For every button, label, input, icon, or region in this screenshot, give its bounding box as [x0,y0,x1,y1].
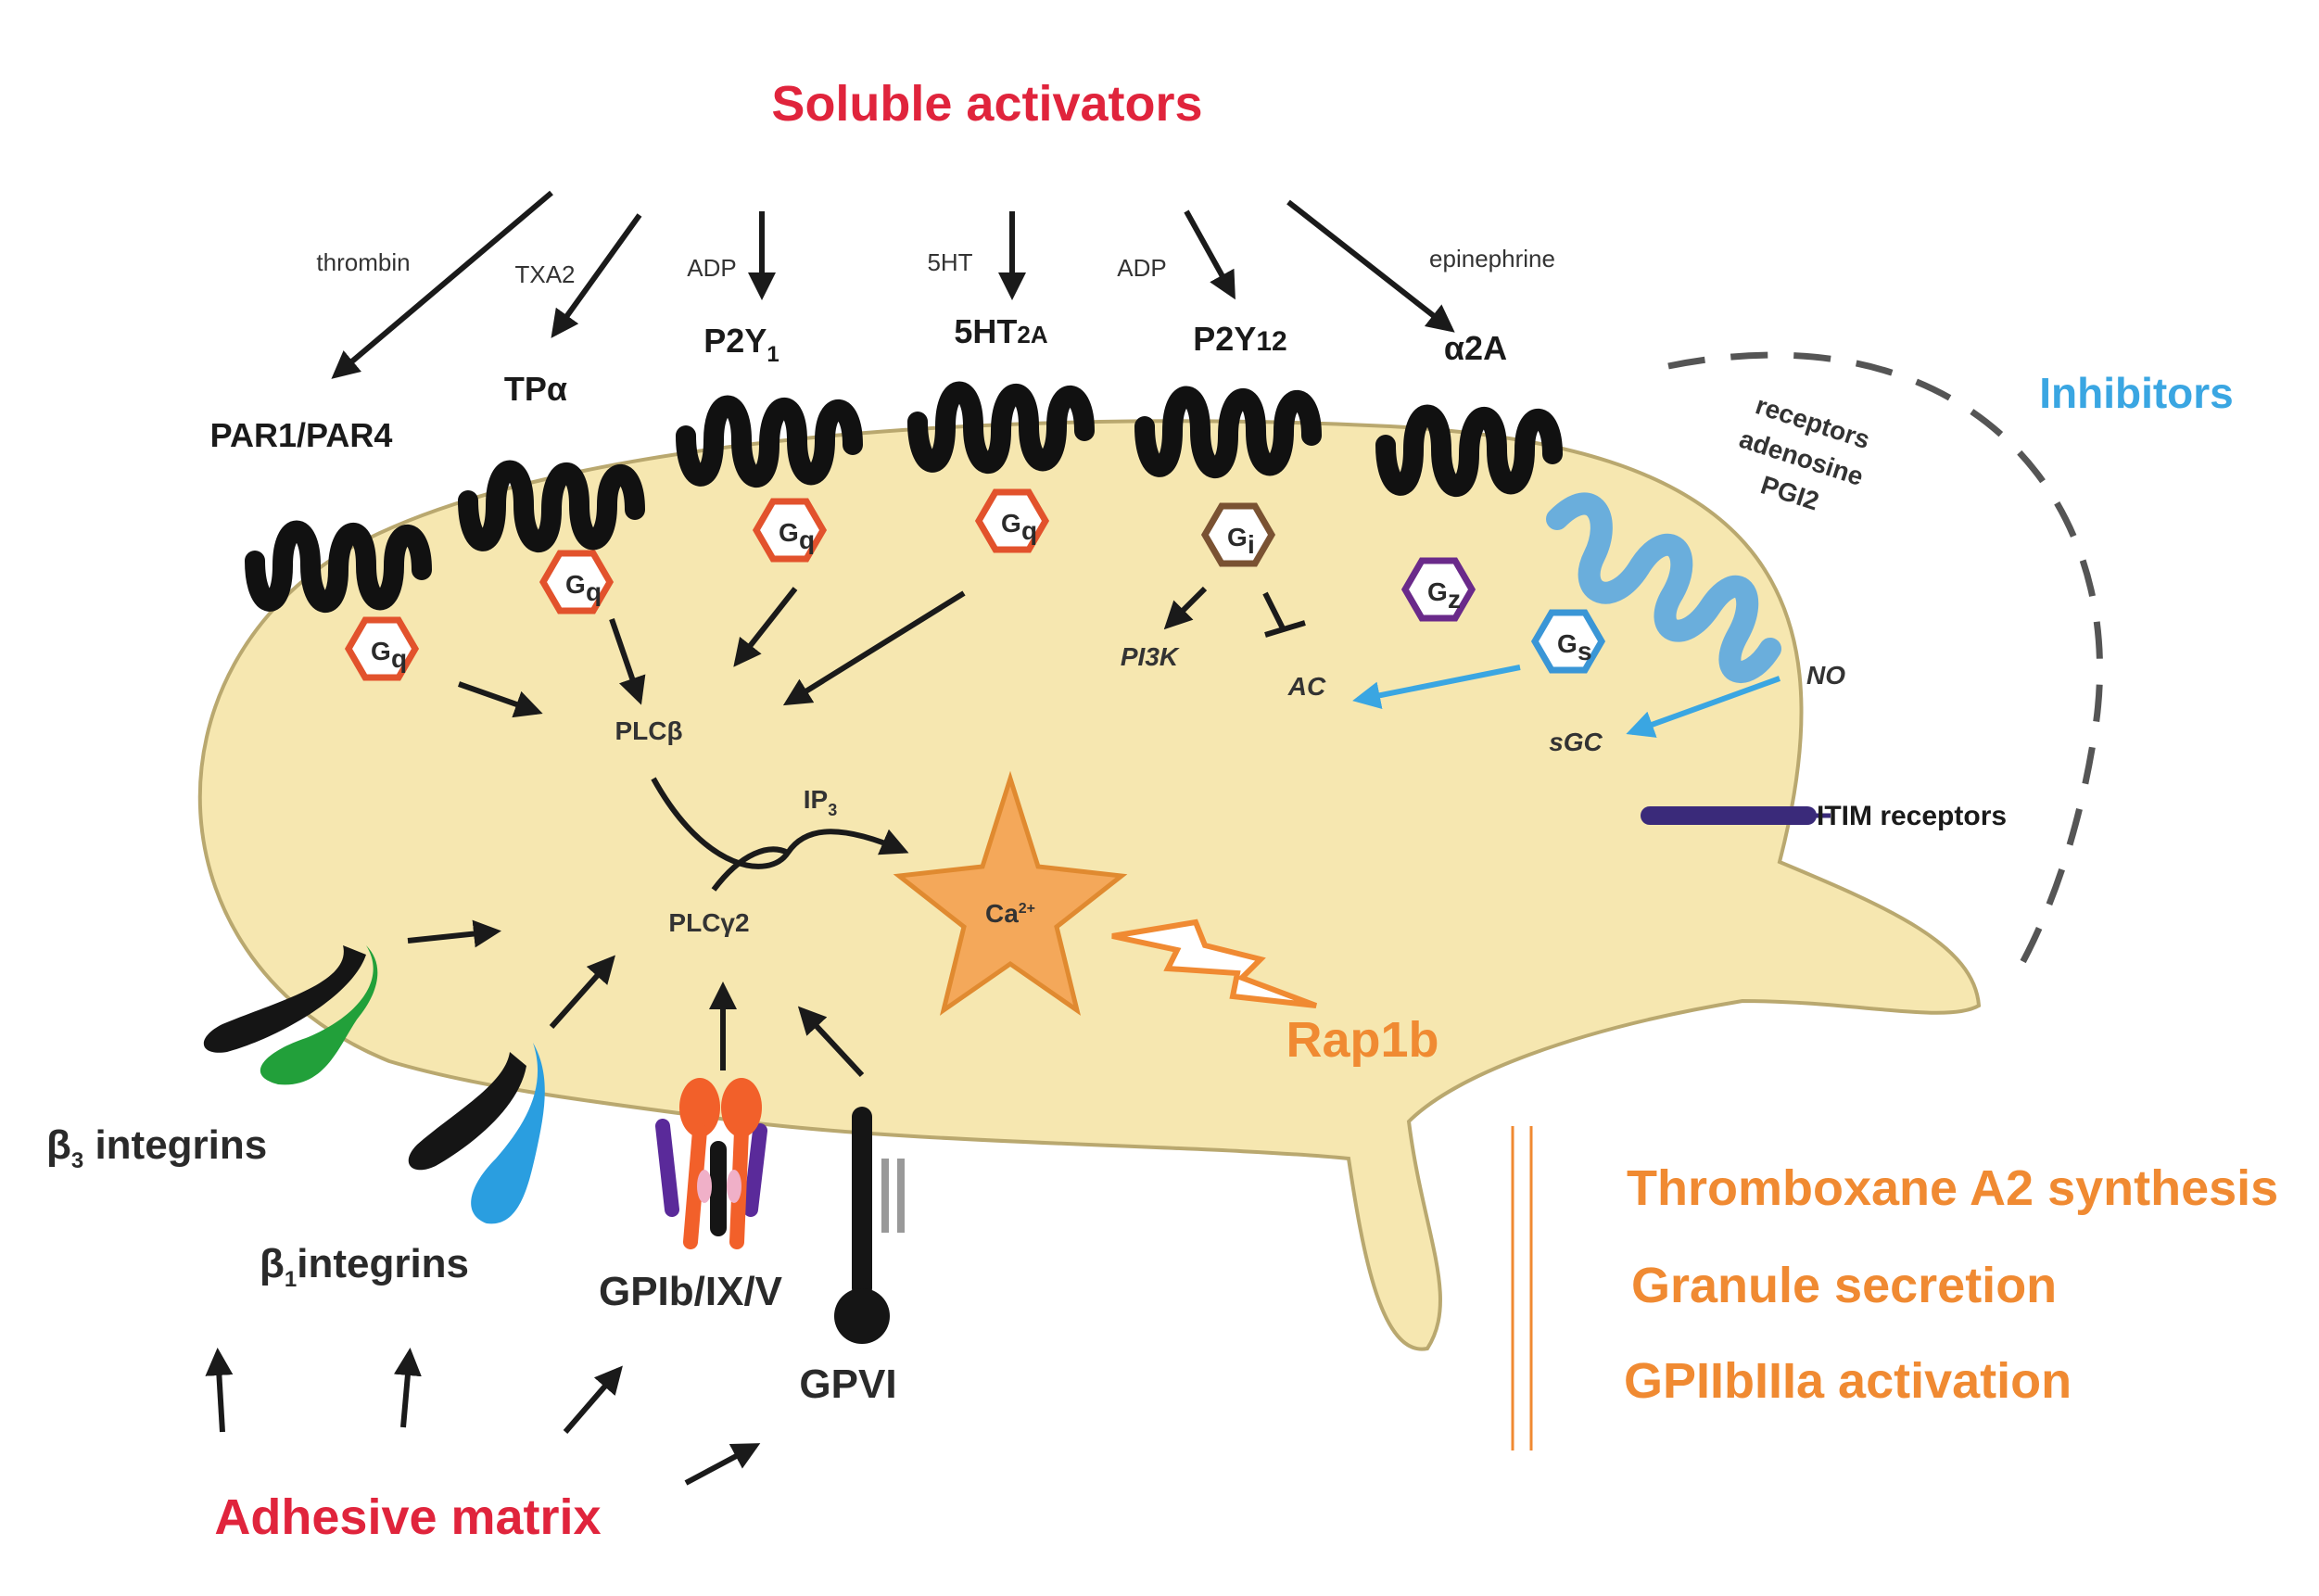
receptor-a2a [1375,404,1563,497]
svg-text:i: i [1248,530,1255,559]
arrow-matrix-b1 [393,1348,422,1428]
agonist-5ht: 5HT [927,248,972,276]
agonist-txa2: TXA2 [514,260,575,288]
svg-text:PGI2: PGI2 [1757,470,1822,515]
gpib-ix-v-complex [655,1078,767,1249]
receptor-p2y12 [1134,386,1322,478]
label-rap1b: Rap1b [1286,1012,1438,1068]
inhibitor-receptor-labels: receptors adenosine PGI2 [1736,390,1873,515]
arrow-gq1-plcb [458,681,543,718]
svg-text:G: G [1427,577,1448,606]
receptor-par1-par4 [245,520,432,613]
receptor-p2y1 [676,395,863,488]
label-plcg2: PLCγ2 [668,908,749,937]
label-pi3k: PI3K [1121,642,1180,671]
title-soluble-activators: Soluble activators [771,76,1202,132]
svg-text:G: G [1227,523,1248,551]
arrow-gs-ac [1352,665,1521,710]
arrow-adp-p2y12 [1184,209,1236,300]
svg-text:s: s [1578,637,1592,665]
label-gpib-ix-v: GPIb/IX/V [599,1269,783,1314]
label-calcium: Ca2+ [985,899,1035,928]
agonist-adp-2: ADP [1117,254,1166,282]
arrow-matrix-gpvi [684,1443,761,1486]
svg-text:G: G [565,570,586,599]
outcome-gpiibiiia: GPIIbIIIa activation [1624,1353,2072,1409]
arrow-no-sgc [1626,676,1781,738]
outcome-thromboxane: Thromboxane A2 synthesis [1627,1160,2278,1216]
receptor-label-p2y12: P2Y12 [1193,320,1286,358]
arrow-b3-plcg2 [407,919,501,948]
svg-text:z: z [1448,585,1461,614]
receptor-label-a2a: α2A [1444,329,1507,367]
inhibit-gi-ac [1262,591,1306,638]
label-ac: AC [1287,672,1326,701]
label-b1-integrins: β1integrins [260,1241,469,1292]
arrow-gi-pi3k [1163,586,1208,630]
svg-text:G: G [371,637,391,665]
inhibitors-boundary [1667,351,2103,984]
integrin-b1-blue [471,1043,545,1224]
label-plcb: PLCβ [615,716,682,745]
svg-text:G: G [779,518,799,547]
arrow-b1-plcg2 [549,955,615,1029]
label-ip3: IP3 [804,785,837,819]
receptor-5ht2a [907,381,1095,474]
title-adhesive-matrix: Adhesive matrix [214,1489,601,1545]
arrow-plcg2-join [711,846,790,892]
lightning-bolt [1111,918,1318,1008]
arrow-gq3-plcb [733,587,798,667]
svg-text:q: q [391,644,407,673]
arrow-gq4-plcb [782,590,966,706]
label-gpvi: GPVI [799,1362,896,1407]
calcium-star [893,770,1128,1016]
arrow-gpvi-plcg2 [797,1006,865,1078]
label-b3-integrins: β3 integrins [46,1122,267,1173]
receptor-inhibitor [1546,492,1781,683]
integrin-b3-green [260,945,378,1085]
svg-text:q: q [586,577,602,606]
receptor-label-tpa: TPα [504,370,567,408]
receptor-label-p2y1: P2Y1 [703,322,779,367]
agonist-thrombin: thrombin [316,248,410,276]
agonist-adp-1: ADP [687,254,736,282]
arrow-epinephrine [1286,199,1455,333]
label-itim-receptors: ITIM receptors [1817,801,2007,831]
svg-text:q: q [1021,516,1037,545]
arrow-thrombin [331,190,553,379]
arrow-txa2 [551,213,642,338]
outcome-granule-secretion: Granule secretion [1631,1258,2057,1313]
gpvi-receptor [834,1107,905,1344]
integrin-b3-black [203,945,366,1053]
label-no: NO [1806,661,1845,690]
arrow-matrix-b3 [205,1348,234,1433]
receptor-label-par1-par4: PAR1/PAR4 [210,416,393,454]
receptor-label-5ht2a: 5HT2A [954,312,1047,350]
inhibitors-label: Inhibitors [2039,369,2234,417]
svg-text:q: q [799,526,815,554]
svg-text:G: G [1557,629,1578,658]
arrow-matrix-gpib [563,1365,623,1434]
svg-text:G: G [1001,509,1021,538]
label-sgc: sGC [1549,728,1603,756]
agonist-epinephrine: epinephrine [1429,245,1555,272]
arrow-gq2-plcb [609,618,646,705]
receptor-tpa [458,460,645,552]
integrin-b1-black [408,1052,526,1171]
